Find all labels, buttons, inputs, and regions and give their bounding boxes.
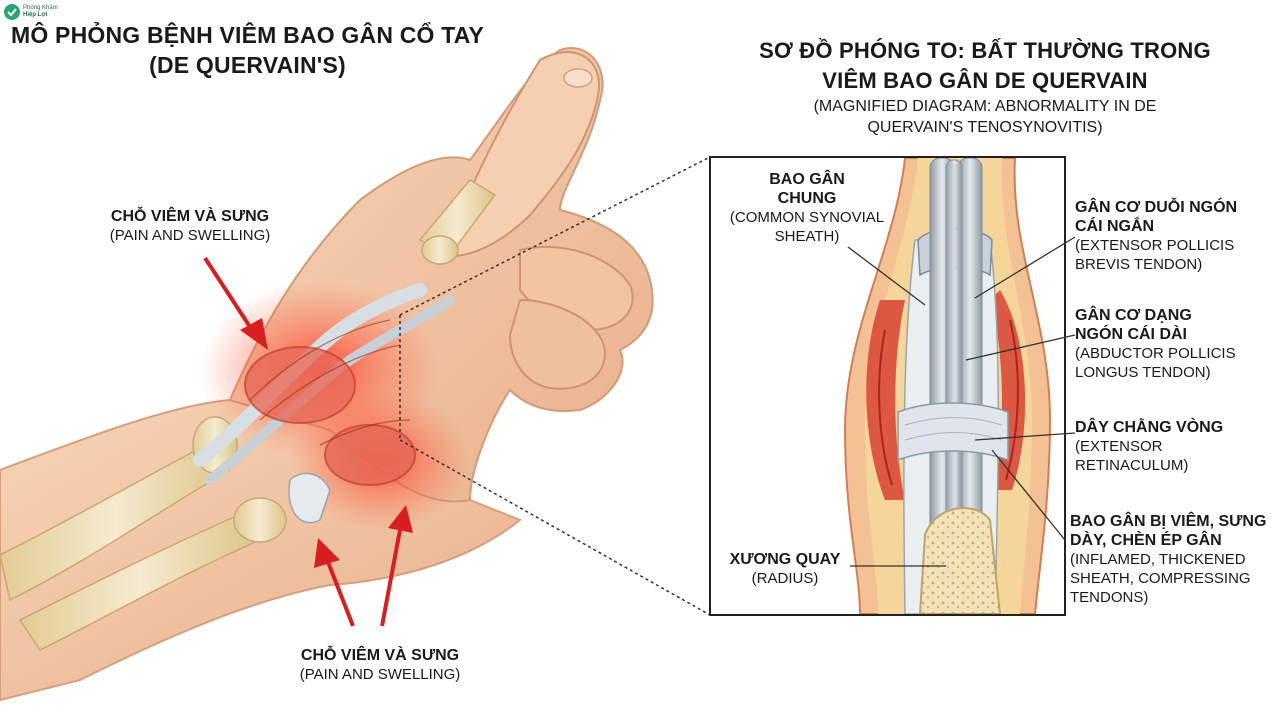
apl-vi2: NGÓN CÁI DÀI <box>1075 326 1187 343</box>
clinic-logo-icon <box>4 4 20 20</box>
epb-en2: BREVIS TENDON) <box>1075 256 1203 273</box>
logo-line2: Hiệp Lợi <box>23 12 48 18</box>
arrow-bottom-left <box>314 538 355 627</box>
label-retinaculum: DÂY CHẰNG VÒNG (EXTENSOR RETINACULUM) <box>1075 418 1275 475</box>
left-title: MÔ PHỎNG BỆNH VIÊM BAO GÂN CỔ TAY (DE QU… <box>5 20 490 80</box>
inflamed-vi2: DÀY, CHÈN ÉP GÂN <box>1070 532 1222 549</box>
epb-en1: (EXTENSOR POLLICIS <box>1075 237 1235 254</box>
common-sheath-vi2: CHUNG <box>777 190 837 207</box>
pain-label-top: CHỖ VIÊM VÀ SƯNG (PAIN AND SWELLING) <box>60 207 320 245</box>
label-common-sheath: BAO GÂN CHUNG (COMMON SYNOVIAL SHEATH) <box>712 170 902 246</box>
epb-vi1: GÂN CƠ DUỖI NGÓN <box>1075 199 1238 216</box>
clinic-logo: Phòng Khám Hiệp Lợi <box>23 5 58 19</box>
magnified-diagram <box>709 156 1076 616</box>
right-subtitle-line1: (MAGNIFIED DIAGRAM: ABNORMALITY IN DE <box>813 98 1157 115</box>
arrow-bottom-right <box>380 505 413 627</box>
pain-label-bottom-vi: CHỖ VIÊM VÀ SƯNG <box>300 647 460 664</box>
pain-label-top-vi: CHỖ VIÊM VÀ SƯNG <box>110 208 270 225</box>
hand-illustration <box>0 47 654 702</box>
common-sheath-en2: SHEATH) <box>774 228 840 245</box>
label-apl: GÂN CƠ DẠNG NGÓN CÁI DÀI (ABDUCTOR POLLI… <box>1075 306 1275 382</box>
pain-label-bottom-en: (PAIN AND SWELLING) <box>299 666 461 683</box>
inflamed-vi1: BAO GÂN BỊ VIÊM, SƯNG <box>1070 513 1267 530</box>
logo-line1: Phòng Khám <box>23 5 58 11</box>
inflamed-en1: (INFLAMED, THICKENED <box>1070 551 1246 568</box>
common-sheath-vi1: BAO GÂN <box>769 171 845 188</box>
arrow-top <box>203 256 268 350</box>
apl-en1: (ABDUCTOR POLLICIS <box>1075 345 1236 362</box>
apl-vi1: GÂN CƠ DẠNG <box>1075 307 1192 324</box>
right-title-line1: SƠ ĐỒ PHÓNG TO: BẤT THƯỜNG TRONG <box>759 38 1211 63</box>
radius-vi1: XƯƠNG QUAY <box>729 551 841 568</box>
label-epb: GÂN CƠ DUỖI NGÓN CÁI NGẮN (EXTENSOR POLL… <box>1075 198 1275 274</box>
label-inflamed-sheath: BAO GÂN BỊ VIÊM, SƯNG DÀY, CHÈN ÉP GÂN (… <box>1070 512 1275 607</box>
label-radius: XƯƠNG QUAY (RADIUS) <box>720 550 850 588</box>
pain-arrows <box>203 256 413 627</box>
right-title-line2: VIÊM BAO GÂN DE QUERVAIN <box>822 68 1148 93</box>
retinaculum-en1: (EXTENSOR <box>1075 438 1163 455</box>
retinaculum-en2: RETINACULUM) <box>1075 457 1189 474</box>
left-title-line2: (DE QUERVAIN'S) <box>149 52 346 78</box>
right-subtitle-line2: QUERVAIN'S TENOSYNOVITIS) <box>867 119 1103 136</box>
left-title-line1: MÔ PHỎNG BỆNH VIÊM BAO GÂN CỔ TAY <box>10 22 485 48</box>
common-sheath-en1: (COMMON SYNOVIAL <box>729 209 885 226</box>
apl-en2: LONGUS TENDON) <box>1075 364 1211 381</box>
pain-label-bottom: CHỖ VIÊM VÀ SƯNG (PAIN AND SWELLING) <box>250 646 510 684</box>
leader-lines <box>847 236 1076 567</box>
inflamed-en2: SHEATH, COMPRESSING <box>1070 570 1251 587</box>
magnification-lines <box>399 156 711 616</box>
right-subtitle: (MAGNIFIED DIAGRAM: ABNORMALITY IN DE QU… <box>750 96 1220 138</box>
pain-label-top-en: (PAIN AND SWELLING) <box>109 227 271 244</box>
retinaculum-vi1: DÂY CHẰNG VÒNG <box>1075 419 1224 436</box>
inflamed-en3: TENDONS) <box>1070 589 1149 606</box>
right-title: SƠ ĐỒ PHÓNG TO: BẤT THƯỜNG TRONG VIÊM BA… <box>750 36 1220 96</box>
epb-vi2: CÁI NGẮN <box>1075 218 1155 235</box>
radius-en1: (RADIUS) <box>751 570 819 587</box>
